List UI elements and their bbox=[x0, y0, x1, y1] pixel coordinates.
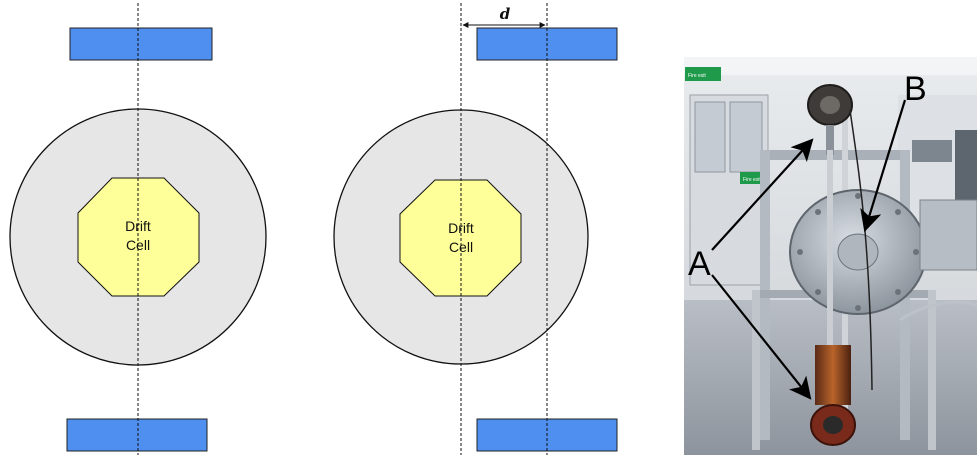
bottom-detector bbox=[815, 345, 851, 405]
arrow-a-bottom bbox=[711, 274, 812, 400]
left-diagram: Drift Cell bbox=[9, 3, 267, 455]
apparatus-photo: Fire exit Fire exit bbox=[684, 57, 977, 455]
fire-exit-sign-top-text: Fire exit bbox=[688, 73, 706, 79]
offset-d-label: d bbox=[500, 5, 511, 23]
left-drift-cell bbox=[77, 177, 200, 297]
label-b: B bbox=[904, 70, 927, 108]
middle-drift-cell-label-2: Cell bbox=[449, 239, 473, 255]
middle-diagram: Drift Cell d bbox=[333, 3, 618, 455]
label-a: A bbox=[688, 245, 711, 283]
arrow-a-top bbox=[711, 138, 814, 251]
left-bottom-magnet bbox=[66, 418, 208, 452]
arrow-b bbox=[860, 99, 907, 233]
left-top-magnet bbox=[69, 27, 213, 61]
fire-exit-sign-top bbox=[685, 67, 721, 81]
fire-exit-sign-mid-text: Fire exit bbox=[743, 177, 761, 183]
